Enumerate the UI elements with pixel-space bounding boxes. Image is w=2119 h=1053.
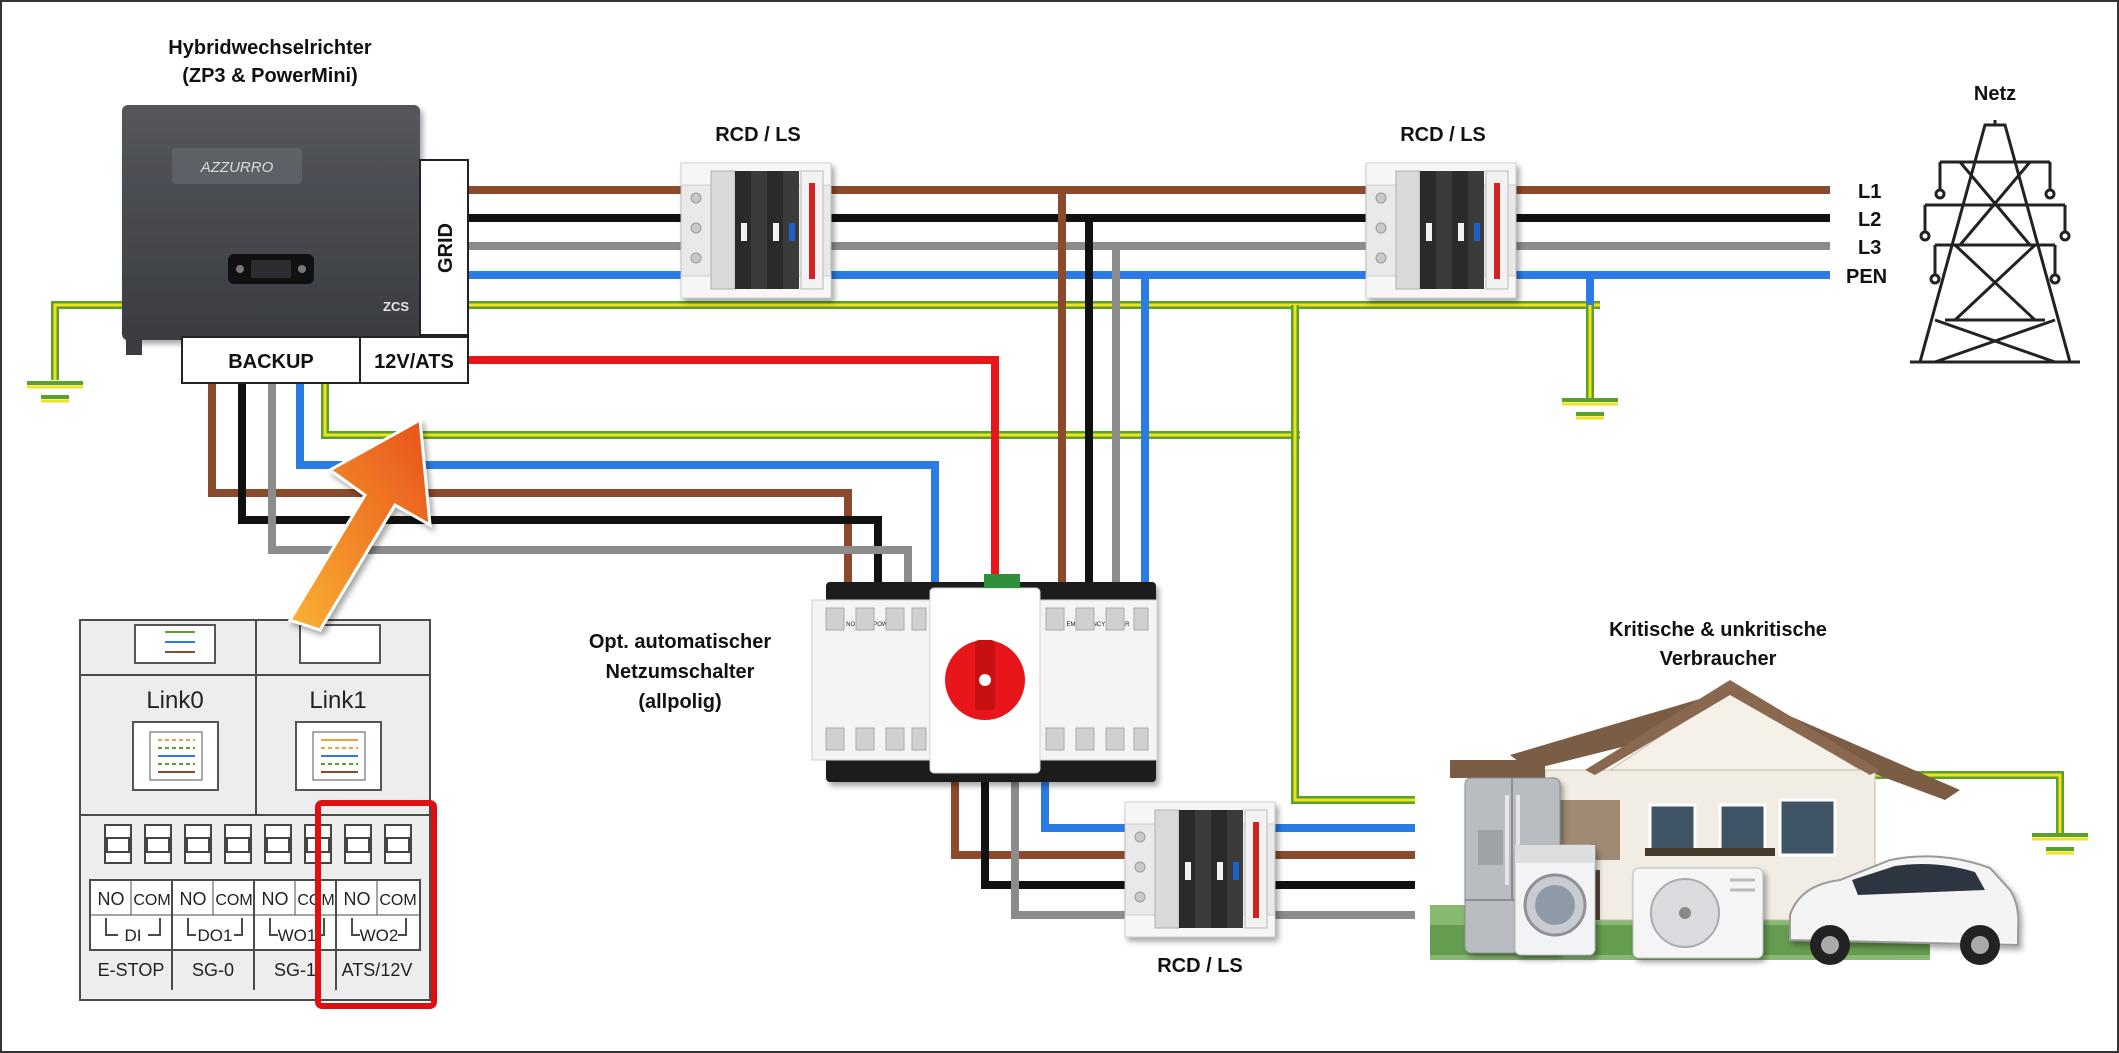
function-label: SG-1: [274, 960, 316, 980]
loads-label-line1: Kritische & unkritische: [1609, 619, 1827, 641]
breaker-bottom: RCD / LS: [1124, 801, 1276, 977]
function-label: E-STOP: [98, 960, 165, 980]
inverter-logo: ZCS: [383, 299, 409, 314]
inverter-brand-plate: [172, 148, 302, 184]
breaker-top-left: RCD / LS: [680, 124, 832, 299]
grid-title: Netz: [1974, 83, 2016, 105]
ats-control-line: [468, 356, 999, 575]
inverter-title-line1: Hybridwechselrichter: [168, 37, 372, 59]
grid-section: Netz L1 L2 L3 PEN: [1846, 83, 2080, 364]
contact-label: COM: [215, 892, 252, 909]
breaker-top-right-label: RCD / LS: [1400, 124, 1486, 146]
contact-label: NO: [262, 889, 289, 909]
rj45-port-link0: [132, 721, 219, 791]
ats-label-line2: Netzumschalter: [606, 661, 755, 683]
grid-line-pen: PEN: [1846, 266, 1887, 288]
washing-machine-icon: [1514, 844, 1596, 956]
ats-port-label: 12V/ATS: [374, 351, 454, 373]
breaker-bottom-label: RCD / LS: [1157, 955, 1243, 977]
grid-port: [419, 159, 469, 336]
power-pylon-icon: [1910, 120, 2080, 364]
backup-port-label: BACKUP: [228, 351, 314, 373]
inverter-brand: AZZURRO: [200, 159, 274, 176]
grid-port-label: GRID: [435, 223, 457, 273]
breaker-top-left-label: RCD / LS: [715, 124, 801, 146]
screw-terminals: [104, 824, 412, 864]
breaker-top-right: RCD / LS: [1365, 124, 1517, 299]
contact-label: COM: [379, 892, 416, 909]
group-label: DI: [125, 926, 142, 945]
ats-emergency-label: EMERGENCY POWER: [1067, 622, 1131, 628]
hybrid-inverter: Hybridwechselrichter (ZP3 & PowerMini) A…: [122, 37, 469, 384]
contact-label: NO: [180, 889, 207, 909]
highlight-arrow-icon: [287, 417, 432, 632]
grid-line-l2: L2: [1858, 209, 1881, 231]
function-label: SG-0: [192, 960, 234, 980]
terminal-panel: Link0 Link1: [79, 619, 437, 1009]
contact-label: COM: [133, 892, 170, 909]
grid-line-l3: L3: [1858, 237, 1881, 259]
ats-terminal-highlight: [315, 800, 437, 1009]
ats-label-line1: Opt. automatischer: [589, 631, 771, 653]
inverter-body: [122, 105, 420, 340]
grid-to-ats: [1058, 190, 1149, 590]
ats-label-line3: (allpolig): [638, 691, 721, 713]
grid-line-l1: L1: [1858, 181, 1881, 203]
group-label: WO1: [278, 926, 317, 945]
contact-label: NO: [344, 889, 371, 909]
air-conditioner-icon: [1632, 867, 1764, 959]
link0-label: Link0: [146, 687, 203, 714]
loads-label-line2: Verbraucher: [1660, 648, 1777, 670]
loads-section: Kritische & unkritische Verbraucher: [1430, 619, 2020, 965]
backup-to-ats: [208, 383, 939, 590]
link1-label: Link1: [309, 687, 366, 714]
group-label: DO1: [198, 926, 233, 945]
ats-switch: Opt. automatischer Netzumschalter (allpo…: [589, 574, 1158, 782]
pe-load: [321, 305, 2064, 835]
contact-label: NO: [98, 889, 125, 909]
function-label: ATS/12V: [342, 960, 413, 980]
electric-car-icon: [1789, 855, 2020, 965]
rj45-port-link1: [295, 721, 382, 791]
inverter-title-line2: (ZP3 & PowerMini): [182, 65, 358, 87]
ats-port: [359, 336, 469, 384]
group-label: WO2: [360, 926, 399, 945]
